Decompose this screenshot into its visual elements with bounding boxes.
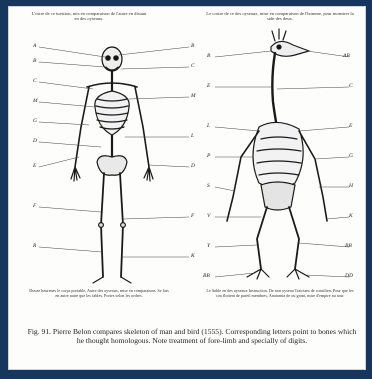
letter-label: F	[191, 213, 194, 219]
letter-label: M	[191, 93, 196, 99]
letter-label: R	[33, 243, 36, 249]
man-footer: Douze heurenes le corps portable, Autre …	[29, 289, 169, 299]
letter-label: K	[349, 213, 353, 219]
letter-label: D	[191, 163, 195, 169]
bird-skeleton	[215, 29, 349, 279]
letter-label: C	[33, 78, 37, 84]
letter-label: S	[207, 183, 210, 189]
letter-label: K	[191, 253, 195, 259]
letter-label: E	[207, 83, 210, 89]
letter-label: AB	[343, 53, 350, 59]
letter-label: G	[349, 153, 353, 159]
letter-label: D	[33, 138, 37, 144]
bird-footer: Le Sable en des oyseaux Instruction, De …	[205, 289, 355, 299]
letter-label: Y	[207, 243, 210, 249]
figure-caption: Fig. 91. Pierre Belon compares skeleton …	[27, 327, 357, 345]
letter-label: F	[33, 203, 36, 209]
letter-label: V	[207, 213, 210, 219]
letter-label: C	[349, 83, 353, 89]
letter-label: BB	[345, 243, 352, 249]
letter-label: C	[191, 63, 195, 69]
letter-label: BB	[203, 273, 210, 279]
letter-label: L	[191, 133, 194, 139]
skeleton-illustration	[9, 7, 365, 327]
letter-label: B	[33, 58, 36, 64]
letter-label: P	[207, 153, 210, 159]
letter-label: DD	[345, 273, 353, 279]
letter-label: E	[33, 163, 36, 169]
letter-label: A	[33, 43, 36, 49]
letter-label: H	[349, 183, 353, 189]
letter-label: B	[191, 43, 194, 49]
letter-label: E	[349, 123, 352, 129]
letter-label: B	[207, 53, 210, 59]
figure-panel: L'ostre de ce tuestion, mis en comparais…	[8, 6, 366, 370]
letter-label: L	[207, 123, 210, 129]
letter-label: M	[33, 98, 38, 104]
human-skeleton	[39, 47, 189, 283]
letter-label: G	[33, 118, 37, 124]
